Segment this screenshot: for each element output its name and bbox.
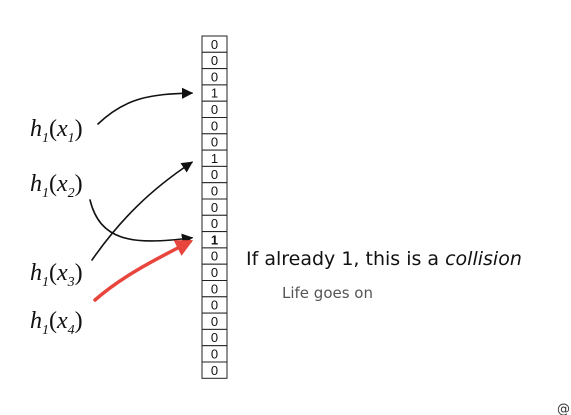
bit-value-2: 0 — [211, 69, 218, 84]
hash-label-4-part-2: ( — [49, 308, 57, 334]
bit-value-15: 0 — [211, 281, 218, 296]
hash-label-3-part-4: 3 — [67, 275, 75, 290]
hash-label-4-part-4: 4 — [68, 323, 75, 338]
hash-label-3-part-3: x — [56, 260, 68, 286]
bit-value-0: 0 — [211, 37, 218, 52]
hash-label-1: h1(x1) — [30, 116, 83, 146]
hash-label-4-part-0: h — [30, 308, 42, 334]
collision-caption: If already 1, this is a collision — [246, 248, 522, 270]
hash-label-1-part-5: ) — [75, 116, 83, 142]
hash-label-1-part-3: x — [56, 116, 68, 142]
hash-label-1-part-1: 1 — [42, 131, 49, 146]
hash-label-3-part-5: ) — [75, 260, 83, 286]
hash-arrow-2 — [89, 199, 194, 245]
hash-label-2-part-0: h — [30, 171, 42, 197]
bit-value-19: 0 — [211, 347, 218, 362]
bit-value-9: 0 — [211, 184, 218, 199]
hash-arrows — [89, 87, 194, 302]
hash-label-4: h1(x4) — [30, 308, 83, 338]
bit-value-1: 0 — [211, 53, 218, 68]
bit-value-6: 0 — [211, 135, 218, 150]
hash-label-3-part-2: ( — [49, 260, 57, 286]
hash-label-3-part-0: h — [30, 260, 42, 286]
spiral-icon: @ — [557, 402, 570, 415]
hash-label-2-part-2: ( — [49, 171, 57, 197]
bit-value-11: 0 — [211, 216, 218, 231]
hash-label-3-part-1: 1 — [42, 275, 49, 290]
hash-label-4-part-1: 1 — [42, 323, 49, 338]
hash-label-2-part-3: x — [56, 171, 68, 197]
hash-label-3: h1(x3) — [30, 260, 83, 290]
collision-caption-emphasis: collision — [445, 248, 522, 270]
bit-value-4: 0 — [211, 102, 218, 117]
hash-label-1-part-0: h — [30, 116, 42, 142]
bit-value-17: 0 — [211, 314, 218, 329]
hash-label-1-part-2: ( — [49, 116, 57, 142]
bit-value-7: 1 — [211, 151, 218, 166]
hash-label-4-part-5: ) — [75, 308, 83, 334]
collision-caption-prefix: If already 1, this is a — [246, 248, 445, 270]
hash-labels: h1(x1)h1(x2)h1(x3)h1(x4) — [30, 116, 83, 338]
hash-label-4-part-3: x — [56, 308, 68, 334]
bit-value-18: 0 — [211, 330, 218, 345]
hash-arrow-4 — [93, 240, 194, 302]
hash-label-2-part-4: 2 — [68, 186, 75, 201]
hash-label-2-part-1: 1 — [42, 186, 49, 201]
bit-value-14: 0 — [211, 265, 218, 280]
hash-label-2-part-5: ) — [75, 171, 83, 197]
hash-label-1-part-4: 1 — [68, 131, 75, 146]
bit-value-20: 0 — [211, 363, 218, 378]
hash-arrow-3 — [91, 161, 193, 261]
hash-arrow-1 — [97, 87, 194, 125]
life-goes-on-caption: Life goes on — [282, 284, 373, 302]
bit-value-10: 0 — [211, 200, 218, 215]
bit-value-13: 0 — [211, 249, 218, 264]
bit-value-8: 0 — [211, 167, 218, 182]
bit-value-3: 1 — [211, 86, 218, 101]
bit-value-12: 1 — [211, 232, 218, 247]
bit-value-5: 0 — [211, 118, 218, 133]
bit-cell-20 — [201, 361, 228, 379]
bit-value-16: 0 — [211, 298, 218, 313]
hash-label-2: h1(x2) — [30, 171, 83, 201]
